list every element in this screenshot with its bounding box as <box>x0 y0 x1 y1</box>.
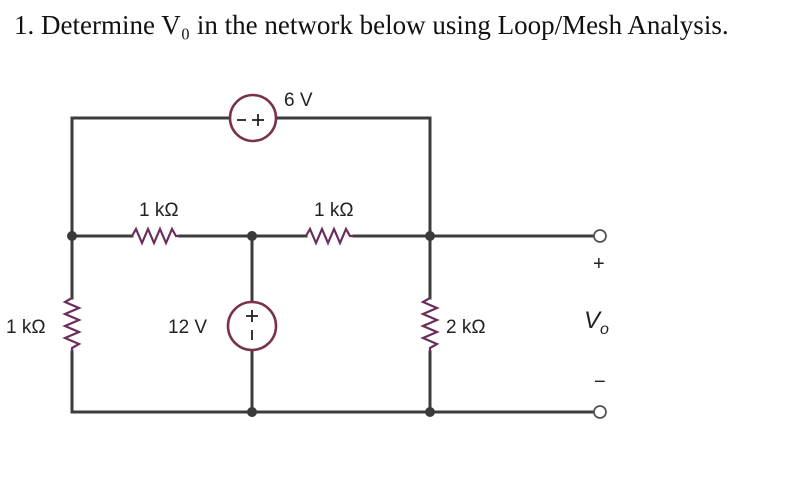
resistor-top-right <box>305 226 354 246</box>
resistor-top-left <box>131 226 180 246</box>
label-resistor-left: 1 kΩ <box>6 317 46 338</box>
output-plus-sign: + <box>593 253 605 275</box>
label-resistor-top-right: 1 kΩ <box>314 200 354 221</box>
output-voltage-subscript: o <box>600 321 609 338</box>
label-resistor-right: 2 kΩ <box>446 317 486 338</box>
question-text: 1. Determine V₀ in the network below usi… <box>14 10 729 40</box>
node-center-junction <box>247 231 257 241</box>
top-loop-wires <box>70 116 432 238</box>
output-minus-sign: − <box>594 371 606 393</box>
label-12v: 12 V <box>168 317 207 338</box>
node-right-top-junction <box>425 231 435 241</box>
node-left-junction <box>67 231 77 241</box>
resistor-left <box>62 297 82 352</box>
output-voltage-symbol: V <box>584 307 602 334</box>
node-center-bottom-junction <box>247 407 257 417</box>
voltage-source-6v <box>228 93 278 143</box>
voltage-source-12v <box>226 300 278 352</box>
output-terminal-negative <box>593 405 607 419</box>
label-resistor-top-left: 1 kΩ <box>139 200 179 221</box>
node-right-bottom-junction <box>425 407 435 417</box>
label-6v: 6 V <box>284 90 313 111</box>
output-voltage-label: Vo <box>584 307 609 338</box>
output-terminal-positive <box>593 229 607 243</box>
resistor-right <box>420 297 440 352</box>
